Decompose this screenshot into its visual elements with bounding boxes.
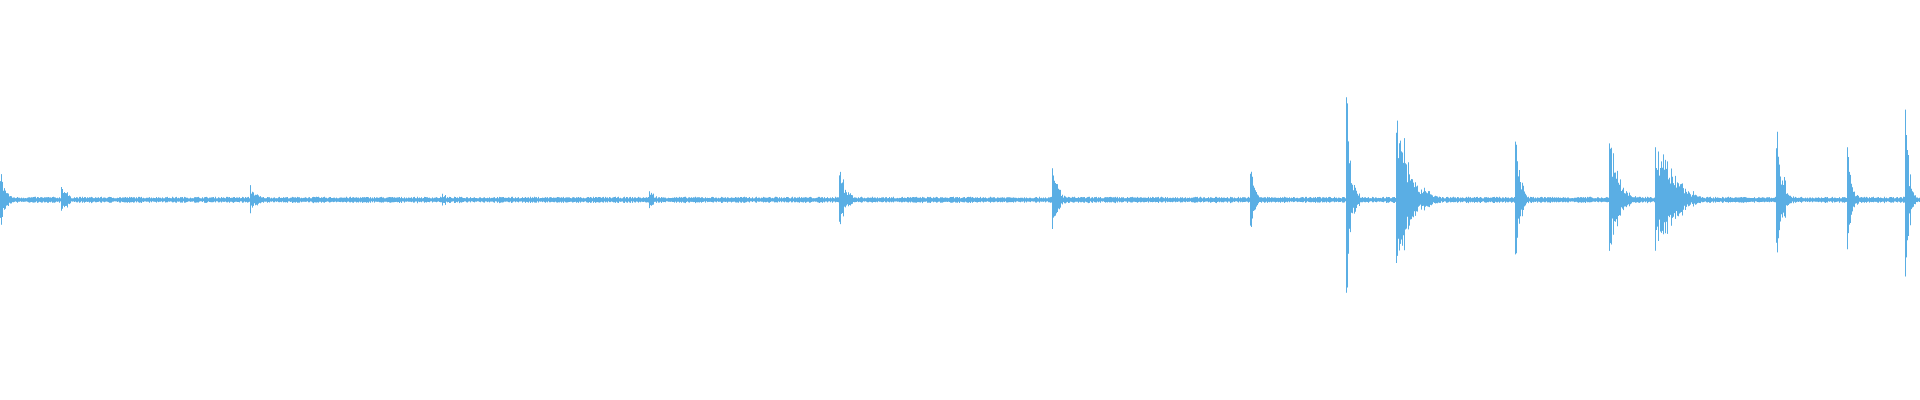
waveform-trace xyxy=(0,97,1920,293)
waveform-amplitude-path xyxy=(0,97,1920,293)
